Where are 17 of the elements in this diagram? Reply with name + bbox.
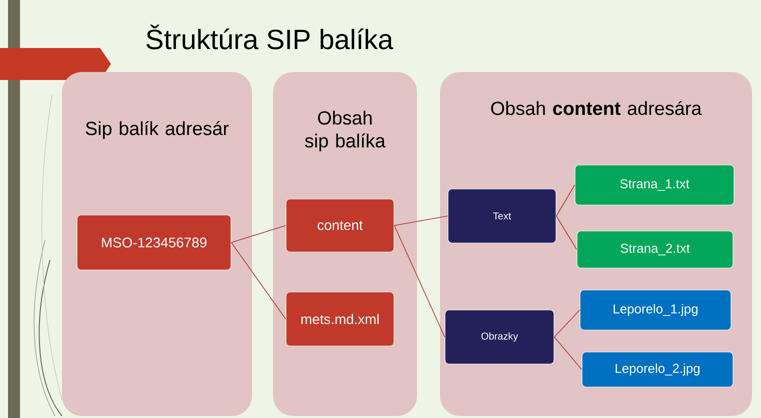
file-box: Leporelo_1.jpg	[580, 290, 732, 330]
connector-line	[556, 216, 578, 250]
folder-box: mets.md.xml	[286, 292, 394, 346]
folder-box: Text	[448, 188, 556, 244]
file-box: Strana_2.txt	[576, 230, 734, 268]
connector-line	[556, 184, 576, 216]
connector-line	[394, 216, 448, 226]
connector-line	[554, 336, 582, 370]
file-box: Leporelo_2.jpg	[582, 352, 734, 388]
connector-line	[394, 225, 446, 338]
file-box: Strana_1.txt	[574, 164, 734, 206]
folder-box: MSO-123456789	[76, 214, 232, 270]
folder-box: content	[286, 198, 394, 252]
slide-title: Štruktúra SIP balíka	[146, 24, 394, 50]
connector-line	[230, 242, 286, 320]
connector-line	[554, 310, 580, 338]
folder-box: Obrazky	[444, 310, 554, 364]
